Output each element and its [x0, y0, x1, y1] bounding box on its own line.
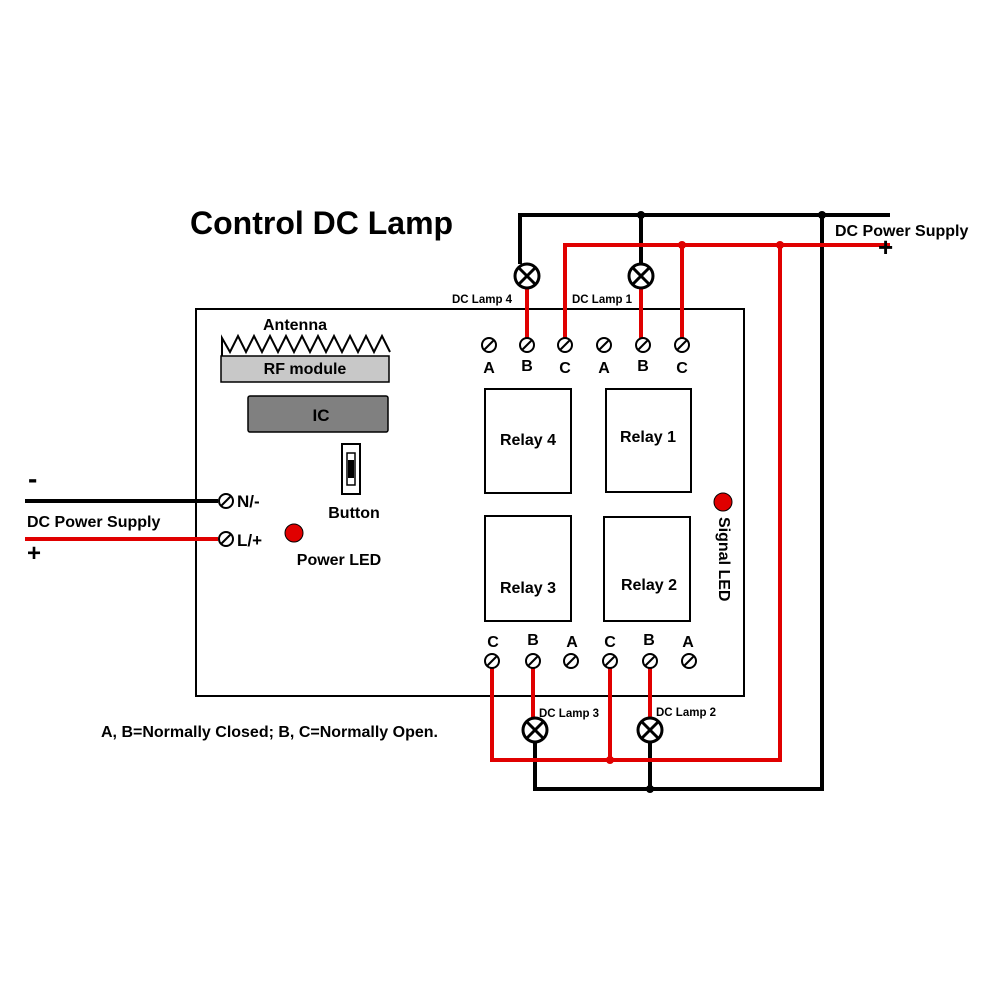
rf-module-label: RF module: [264, 361, 347, 378]
top-terminal-label: B: [521, 358, 533, 375]
input-positive-label: L/+: [237, 531, 262, 550]
top-terminal-label: A: [598, 360, 610, 377]
lamp2-icon: [636, 716, 664, 744]
relay4-box: [484, 388, 572, 494]
signal-led: [713, 492, 733, 512]
button-switch[interactable]: [341, 443, 361, 495]
relay4-label: Relay 4: [500, 432, 556, 449]
bottom-terminal-label: B: [643, 632, 655, 649]
rf-module: [220, 355, 390, 383]
lamp4-label: DC Lamp 4: [452, 294, 513, 306]
contact-note: A, B=Normally Closed; B, C=Normally Open…: [101, 724, 438, 741]
antenna-icon: [221, 333, 391, 357]
bottom-terminal-1: [484, 653, 500, 669]
top-terminal-5: [635, 337, 651, 353]
top-terminal-label: C: [676, 360, 688, 377]
bottom-terminal-label: A: [682, 634, 694, 651]
junction-dot: [776, 241, 784, 249]
top-terminal-label: A: [483, 360, 495, 377]
lamp3-icon: [521, 716, 549, 744]
left-supply-plus: +: [27, 540, 41, 567]
lamp1-icon: [627, 262, 655, 290]
lamp4-icon: [513, 262, 541, 290]
lamp1-label: DC Lamp 1: [572, 294, 633, 306]
bottom-terminal-label: C: [604, 634, 616, 651]
relay2-label: Relay 2: [621, 577, 677, 594]
power-led: [284, 523, 304, 543]
bottom-terminal-label: A: [566, 634, 578, 651]
relay3-label: Relay 3: [500, 580, 556, 597]
right-supply-label: DC Power Supply: [835, 223, 968, 240]
top-terminal-3: [557, 337, 573, 353]
diagram-title: Control DC Lamp: [190, 205, 453, 241]
junction-dot: [646, 785, 654, 793]
right-negative-wire-down: [533, 215, 824, 791]
lamp2-label: DC Lamp 2: [656, 707, 716, 719]
bottom-terminal-label: C: [487, 634, 499, 651]
relay1-label: Relay 1: [620, 429, 676, 446]
relay3-box: [484, 515, 572, 622]
junction-dot: [818, 211, 826, 219]
top-terminal-4: [596, 337, 612, 353]
input-terminal-negative: [218, 493, 234, 509]
power-led-label: Power LED: [297, 552, 381, 569]
top-terminal-1: [481, 337, 497, 353]
bottom-terminal-4: [602, 653, 618, 669]
bottom-terminal-5: [642, 653, 658, 669]
signal-led-label: Signal LED: [715, 517, 732, 601]
bottom-terminal-2: [525, 653, 541, 669]
left-supply-label: DC Power Supply: [27, 514, 160, 531]
ic-chip: [247, 395, 389, 433]
bottom-terminal-label: B: [527, 632, 539, 649]
right-supply-plus: +: [878, 232, 893, 262]
button-label: Button: [328, 505, 380, 522]
input-terminal-positive: [218, 531, 234, 547]
relay1-box: [605, 388, 692, 493]
relay2-box: [603, 516, 691, 622]
left-supply-minus: -: [28, 463, 37, 494]
input-negative-label: N/-: [237, 492, 260, 511]
junction-dot: [637, 211, 645, 219]
top-terminal-2: [519, 337, 535, 353]
junction-dot: [606, 756, 614, 764]
bottom-terminal-6: [681, 653, 697, 669]
antenna-label: Antenna: [263, 317, 327, 334]
right-supply-minus: -: [878, 197, 887, 228]
bottom-terminal-3: [563, 653, 579, 669]
right-positive-wire-down: [490, 245, 782, 762]
junction-dot: [678, 241, 686, 249]
right-negative-wire-top: [518, 213, 890, 264]
top-terminal-label: C: [559, 360, 571, 377]
lamp3-label: DC Lamp 3: [539, 708, 599, 720]
top-terminal-6: [674, 337, 690, 353]
ic-label: IC: [313, 406, 330, 425]
top-terminal-label: B: [637, 358, 649, 375]
